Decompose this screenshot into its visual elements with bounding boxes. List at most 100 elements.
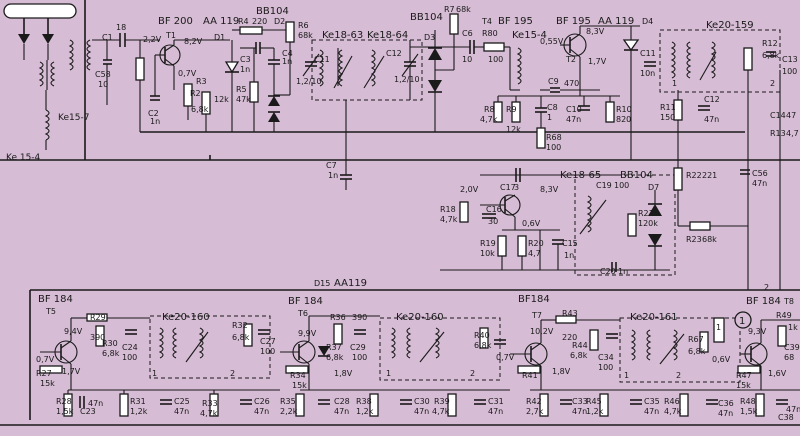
label-c19: C19	[596, 181, 612, 190]
label-ke15-7: Ke15-7	[58, 113, 89, 123]
value-c15: 1n	[564, 251, 574, 260]
label-ke20-160-a: Ke20-160	[162, 312, 210, 323]
value-r19: 10k	[480, 249, 495, 258]
label-c38: C38	[778, 413, 794, 422]
label-r49: R49	[776, 311, 792, 320]
label-bf195-b: BF 195	[556, 16, 591, 27]
voltage-t6-collector: 9,9V	[298, 329, 317, 338]
value-c11: 1,2/10	[296, 77, 322, 86]
value-r39: 4,7k	[432, 407, 450, 416]
if-input	[410, 40, 522, 91]
label-c24: C24	[122, 343, 138, 352]
label-d4: D4	[642, 17, 653, 26]
value-c24: 100	[122, 353, 137, 362]
pin-2-t8: 2	[764, 283, 769, 292]
label-d7: D7	[648, 183, 659, 192]
label-c11: C11	[314, 55, 330, 64]
label-bb104-d7: BB104	[620, 170, 653, 181]
label-t2: T2	[565, 55, 576, 64]
value-c17: 3	[514, 183, 519, 192]
value-r43: 220	[562, 333, 577, 342]
label-t5: T5	[45, 307, 56, 316]
value-c56: 47n	[752, 179, 767, 188]
value-r6: 68k	[298, 31, 313, 40]
value-c9: 470	[564, 79, 579, 88]
value-r67: 6,8k	[688, 347, 706, 356]
label-r13: R13	[770, 129, 786, 138]
value-c16: 30	[488, 217, 498, 226]
label-c8: C8	[547, 103, 558, 112]
value-c34: 100	[598, 363, 613, 372]
value-r5: 47k	[236, 95, 251, 104]
label-c1: C1	[102, 33, 113, 42]
label-aa119-d15: AA119	[334, 278, 367, 289]
label-r47: R47	[736, 371, 752, 380]
pin-1-ke20-161: 1	[624, 371, 629, 380]
label-ke15-4-input: Ke 15-4	[6, 153, 41, 163]
value-r20: 4,7	[528, 249, 541, 258]
label-c13: C13	[782, 55, 798, 64]
value-c10: 47n	[566, 115, 581, 124]
label-bb104-d3: BB104	[410, 12, 443, 23]
detector-d4	[622, 26, 710, 160]
value-c20: 1n	[618, 267, 628, 276]
value-c12b: 47n	[704, 115, 719, 124]
label-c12: C12	[386, 49, 402, 58]
label-d1: D1	[214, 33, 225, 42]
value-c25: 47n	[174, 407, 189, 416]
label-bb104-d2: BB104	[256, 6, 289, 17]
oscillator	[440, 160, 750, 276]
label-r31: R31	[130, 397, 146, 406]
label-r23: R23	[686, 235, 702, 244]
label-c29: C29	[350, 343, 366, 352]
value-r34: 15k	[292, 381, 307, 390]
voltage-t5-base: 0,7V	[36, 355, 55, 364]
label-ke18-64: Ke18-64	[367, 30, 408, 41]
value-c8: 1	[547, 113, 552, 122]
value-c26: 47n	[254, 407, 269, 416]
pin-1-ke20-159: 1	[672, 79, 677, 88]
label-r34: R34	[290, 371, 306, 380]
label-r18: R18	[440, 205, 456, 214]
label-r36: R36	[330, 313, 346, 322]
label-r28: R28	[56, 397, 72, 406]
voltage-t5-emitter: 1,7V	[62, 367, 81, 376]
value-r7: 68k	[456, 5, 471, 14]
value-r42: 2,7k	[526, 407, 544, 416]
value-r40: 6,8k	[474, 341, 492, 350]
label-c34: C34	[598, 353, 614, 362]
value-r18: 4,7k	[440, 215, 458, 224]
label-c58: C58	[95, 70, 111, 79]
label-r5: R5	[236, 85, 247, 94]
value-r45: 1,2k	[586, 407, 604, 416]
label-t1: T1	[165, 31, 176, 40]
label-r30: R30	[102, 339, 118, 348]
value-r8: 4,7k	[480, 115, 498, 124]
value-r11: 150	[660, 113, 675, 122]
value-r3: 12k	[214, 95, 229, 104]
label-t6: T6	[297, 309, 308, 318]
label-c26: C26	[254, 397, 270, 406]
voltage-t1-collector: 8,2V	[184, 37, 203, 46]
value-r9: 12k	[506, 125, 521, 134]
value-c13: 100	[782, 67, 797, 76]
label-c12b: C12	[704, 95, 720, 104]
label-r38: R38	[356, 397, 372, 406]
label-r11: R11	[660, 103, 676, 112]
label-r41: R41	[522, 371, 538, 380]
value-r23: 68k	[702, 235, 717, 244]
label-bf184-t7: BF184	[518, 294, 550, 305]
if-stage-t6	[280, 315, 510, 417]
label-c20: C20	[600, 267, 616, 276]
value-r2: 6,8k	[191, 105, 209, 114]
label-c4: C4	[282, 49, 293, 58]
voltage-16: 1,6V	[768, 369, 787, 378]
value-c36: 47n	[718, 409, 733, 418]
voltage-t1-base: 2,2V	[143, 35, 162, 44]
value-r33: 4,7k	[200, 409, 218, 418]
value-r29: 390	[90, 333, 105, 342]
label-r29: R29	[90, 313, 106, 322]
voltage-07c: 0,7V	[496, 353, 515, 362]
value-r10: 820	[616, 115, 631, 124]
